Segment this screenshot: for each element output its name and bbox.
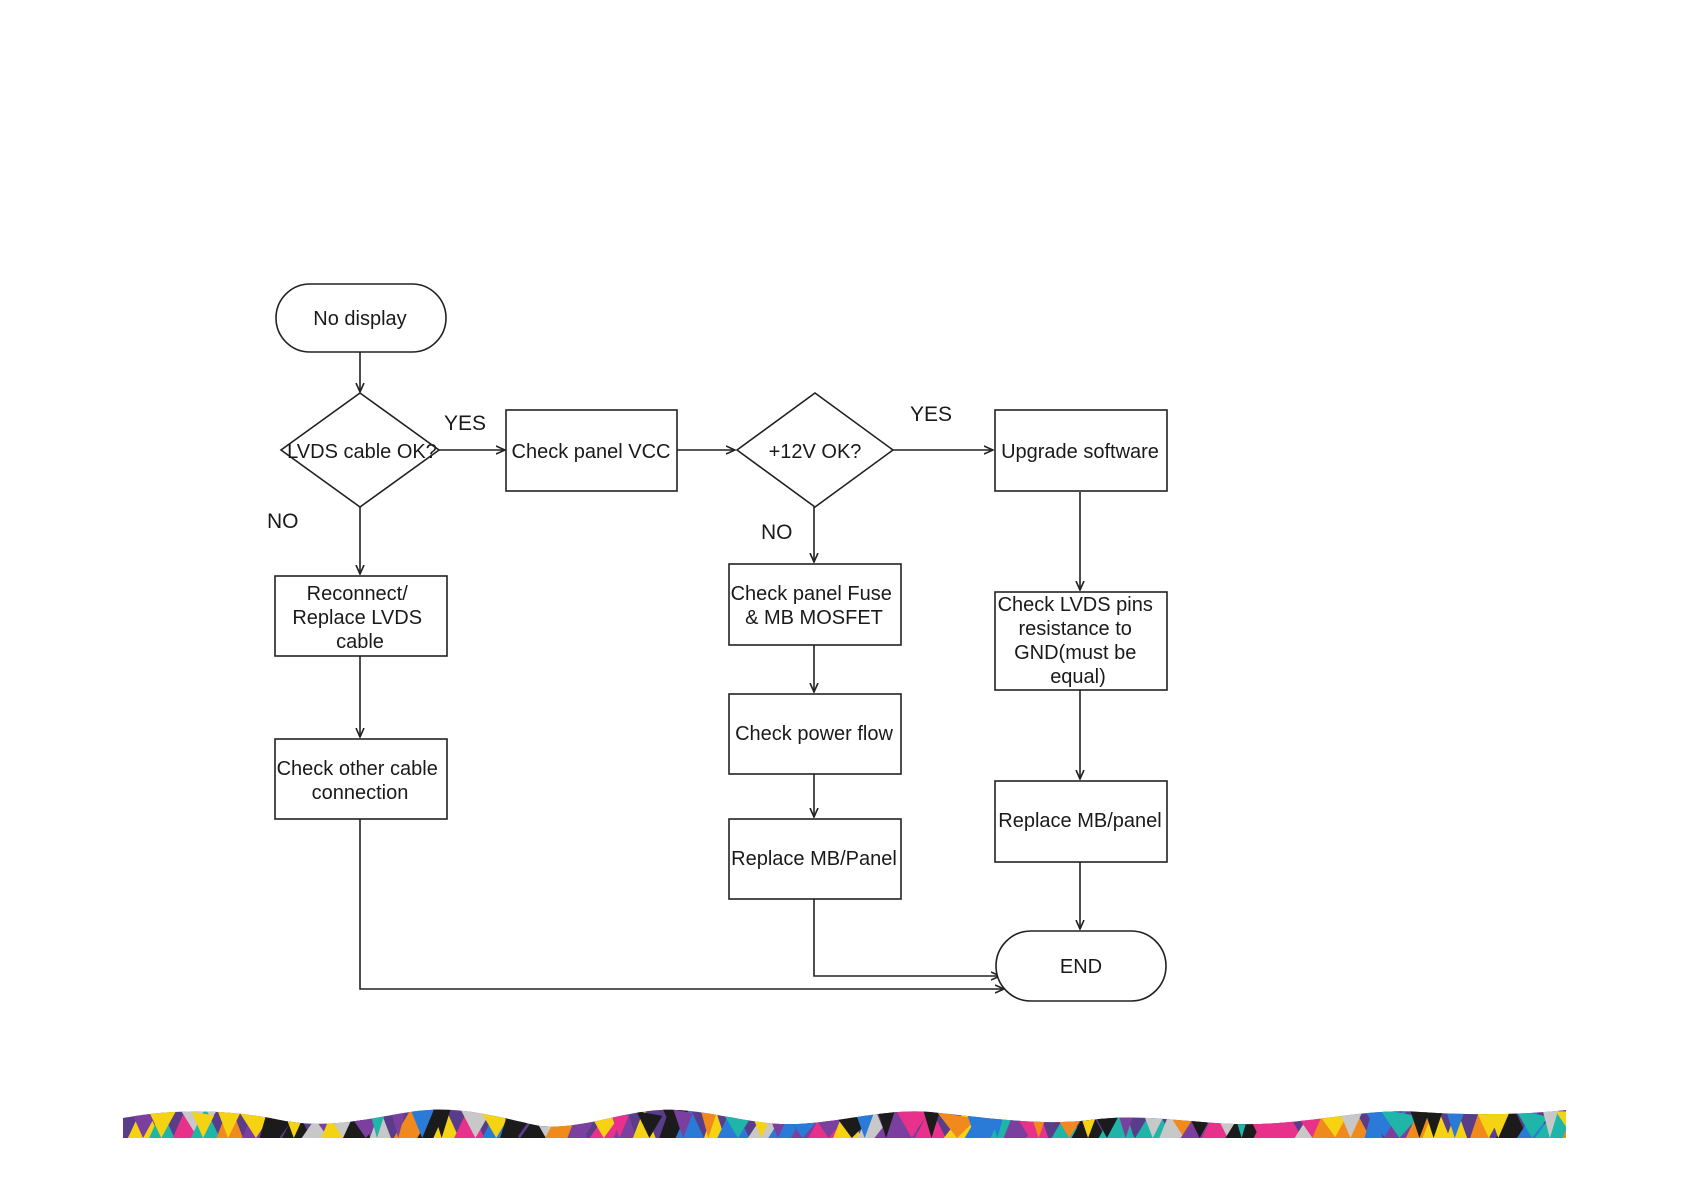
node-other-cable: Check other cable connection xyxy=(275,739,447,819)
node-panel-vcc: Check panel VCC xyxy=(506,410,677,491)
node-lvds-check-label: LVDS cable OK? xyxy=(287,441,437,463)
node-power-flow-label: Check power flow xyxy=(735,723,893,745)
node-start: No display xyxy=(276,284,446,352)
node-start-label: No display xyxy=(313,308,406,330)
edge-label-lvds-yes: YES xyxy=(444,412,486,435)
node-lvds-pins: Check LVDS pins resistance to GND(must b… xyxy=(995,592,1167,690)
node-replace-mb-panel-upper: Replace MB/Panel xyxy=(729,819,901,899)
node-replace-upper-label: Replace MB/Panel xyxy=(731,848,897,870)
node-v12-check-label: +12V OK? xyxy=(769,441,862,463)
edge-label-v12-no: NO xyxy=(761,521,793,544)
node-upgrade-software: Upgrade software xyxy=(995,410,1167,491)
node-fuse-mosfet: Check panel Fuse & MB MOSFET xyxy=(729,564,901,645)
node-panel-vcc-label: Check panel VCC xyxy=(512,441,671,463)
node-replace-lower-label: Replace MB/panel xyxy=(998,810,1161,832)
node-lvds-check: LVDS cable OK? xyxy=(281,393,439,507)
edge-replace-upper-to-end xyxy=(814,899,1000,976)
footer-banner-decoration xyxy=(123,1100,1591,1140)
edge-label-lvds-no: NO xyxy=(267,510,299,533)
banner-triangle xyxy=(1563,1103,1588,1138)
node-end: END xyxy=(996,931,1166,1001)
node-replace-mb-panel-lower: Replace MB/panel xyxy=(995,781,1167,862)
node-power-flow: Check power flow xyxy=(729,694,901,774)
edge-other-cable-to-end xyxy=(360,819,1004,989)
node-reconnect: Reconnect/ Replace LVDS cable xyxy=(275,576,447,656)
edge-label-v12-yes: YES xyxy=(910,403,952,426)
node-upgrade-label: Upgrade software xyxy=(1001,441,1159,463)
node-end-label: END xyxy=(1060,956,1102,978)
node-v12-check: +12V OK? xyxy=(737,393,893,507)
flowchart-edges xyxy=(360,352,1080,989)
